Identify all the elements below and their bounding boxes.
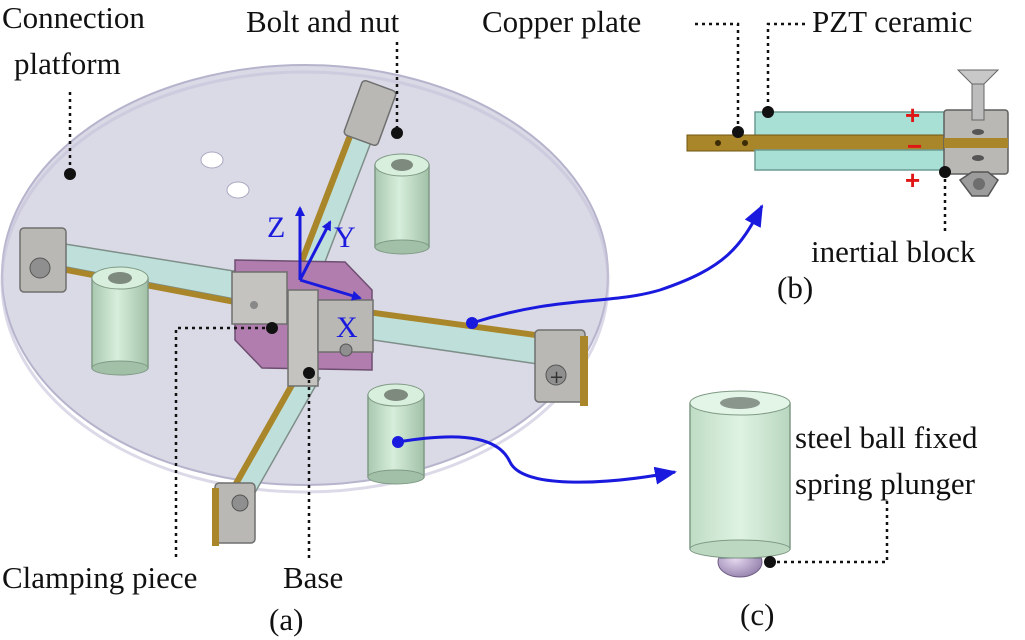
platform-rim [0,70,610,494]
platform-hole [200,151,224,169]
copper-hole [742,140,748,146]
polarity-bottom: + [905,165,920,195]
plunger-cylinder [367,383,425,485]
clamp-bolt [339,343,353,357]
beam-right-edge [360,308,565,342]
leader-dot [303,367,315,379]
plunger-cylinder [374,153,430,255]
leader-pzt-ceramic [766,22,805,112]
leader-dot [939,166,951,178]
axis-x-arrow [299,278,362,301]
subfigure-label-b: (b) [777,270,813,305]
label-inertial-block: inertial block [811,234,976,269]
plunger-cylinder [91,266,149,376]
plunger-bottom-edge [689,539,791,559]
clamping-piece-right [317,299,374,353]
copper-hole [715,140,721,146]
label-copper-plate: Copper plate [482,4,641,39]
leader-dot [762,106,774,118]
label-bolt-and-nut: Bolt and nut [246,4,400,39]
arrow-to-c [397,435,677,485]
inertial-block-hole [972,155,984,161]
label-spring-plunger-1: steel ball fixed [795,420,978,455]
subfigure-label-a: (a) [269,602,303,637]
polarity-top: + [905,100,920,130]
end-bracket-top [343,79,397,147]
axis-z-label: Z [267,211,285,244]
screw-shank [971,83,985,121]
clamping-piece-left [231,271,288,325]
bolt-head-left [29,257,51,279]
leader-dot [391,127,403,139]
axis-y-arrow [298,220,332,281]
labels: Connection platform Bolt and nut Copper … [2,0,978,637]
leader-dot [732,126,744,138]
assembly-view: + [0,64,610,546]
subfigure-label-c: (c) [740,597,774,632]
axis-x-label: X [336,311,358,344]
label-clamping-piece: Clamping piece [2,560,197,595]
label-connection-platform-1: Connection [2,0,145,35]
bolt-head-bottom [231,494,249,512]
plunger-detail-view [689,390,791,578]
pzt-ceramic-top [754,111,951,137]
inertial-block-hole [972,129,984,135]
bolt-cross: + [549,367,564,388]
leader-dot [764,556,776,568]
inertial-block-slot [944,138,1008,148]
leader-lines [68,22,947,564]
end-bracket-bottom [214,482,256,544]
arrow-to-b [471,204,764,325]
end-copper-bottom [212,488,219,546]
beam-bottom-edge [226,368,304,497]
clamp-hole [250,301,258,309]
leader-copper-plate [695,22,740,132]
label-base: Base [283,560,343,595]
platform-hole [226,181,250,199]
leader-dot [64,168,76,180]
bolt-head-right [545,364,567,386]
connector-arrows [392,204,764,485]
leader-dots [64,106,951,568]
axis-y-label: Y [334,221,356,254]
nut-center [973,178,985,190]
screw-head-icon [956,69,1000,85]
plunger-top-hole [720,397,760,409]
polarity-middle: − [907,131,922,161]
plunger-body [689,402,791,550]
label-spring-plunger-2: spring plunger [795,466,976,501]
end-copper-right [580,336,588,406]
label-connection-platform-2: platform [14,46,121,81]
label-pzt-ceramic: PZT ceramic [812,4,972,39]
pzt-detail-view: + − + [686,69,1009,197]
leader-dot [266,322,278,334]
